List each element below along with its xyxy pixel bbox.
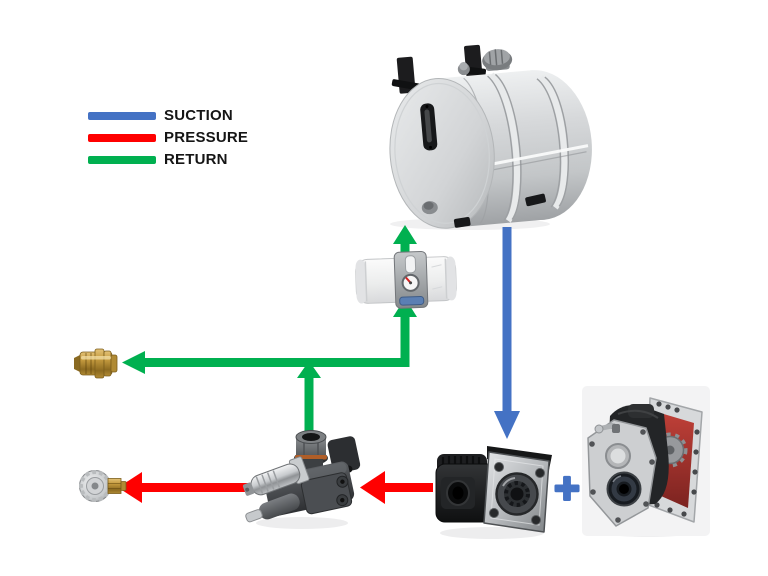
tank-filler-cap-icon (482, 49, 513, 71)
suction-arrowhead-to-pump (494, 411, 520, 439)
return-arrowhead-left (122, 351, 145, 374)
pto-flange-bolts-icon (654, 401, 700, 517)
pto-sight-glass-icon (605, 443, 631, 469)
plus-icon: + (554, 464, 580, 513)
pressure-arrowhead-to-valve (360, 471, 385, 504)
pressure-arrowhead-to-fitting (118, 472, 142, 503)
legend-item-pressure: PRESSURE (88, 130, 248, 145)
legend-item-return: RETURN (88, 152, 248, 167)
pump-bolt-holes-icon (489, 462, 545, 525)
tank-bracket-left-icon (391, 56, 420, 94)
return-arrowhead-to-tank (393, 225, 417, 244)
legend-label-pressure: PRESSURE (164, 129, 249, 146)
suction-line (494, 227, 520, 439)
pump-side-port-icon (446, 480, 470, 506)
pressure-swatch (88, 133, 156, 142)
valve-nose-icon (245, 493, 300, 523)
return-hose-fitting-icon (74, 348, 118, 379)
return-swatch (88, 155, 156, 164)
control-valve-icon (242, 430, 361, 523)
filter-sight-glass-icon (404, 255, 417, 274)
pto-gearbox-icon (582, 386, 710, 536)
pto-lever-icon (594, 423, 620, 434)
pressure-hose-fitting-icon (79, 470, 127, 502)
return-line (122, 225, 417, 436)
pump-shaft-icon (495, 472, 539, 516)
tank-breather-icon (457, 61, 470, 76)
suction-swatch (88, 111, 156, 120)
legend-label-return: RETURN (164, 151, 228, 168)
valve-cartridge-icon (242, 456, 310, 496)
filter-port-icon (399, 295, 425, 306)
hydraulic-tank-icon (389, 44, 592, 229)
tank-drain-plug-icon (421, 201, 438, 215)
legend-item-suction: SUCTION (88, 108, 248, 123)
pto-bearing-icon (606, 471, 642, 507)
valve-oring-icon (295, 455, 327, 460)
pressure-line (118, 471, 433, 504)
filter-gauge-icon (401, 273, 420, 292)
return-arrowhead-from-valve (297, 361, 321, 378)
legend-label-suction: SUCTION (164, 107, 233, 124)
gear-pump-icon (435, 446, 552, 533)
legend: SUCTION PRESSURE RETURN (88, 108, 248, 167)
return-filter-icon (355, 250, 457, 309)
tank-level-gauge-icon (420, 103, 438, 151)
